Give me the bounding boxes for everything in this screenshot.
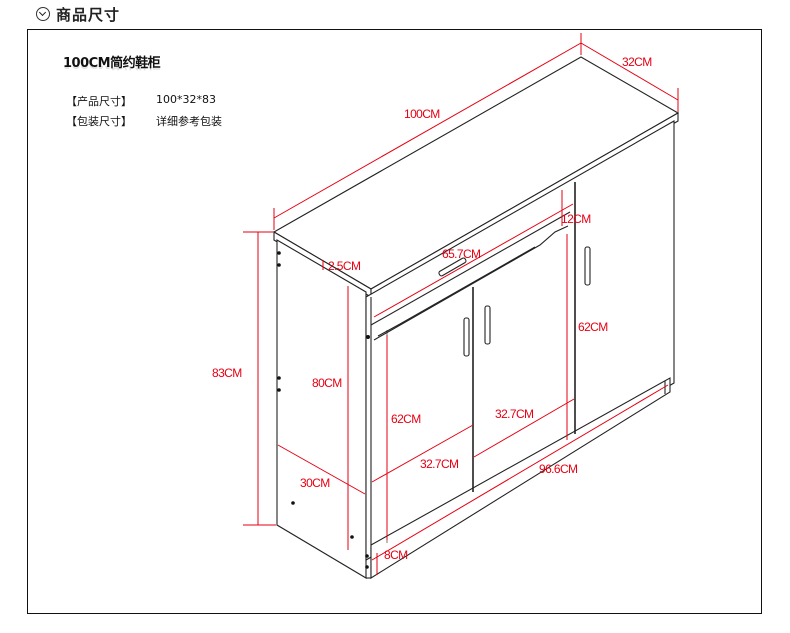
dimension-lines [243, 33, 679, 575]
dim-base-height: 8CM [384, 548, 408, 562]
cabinet-outline [272, 56, 680, 579]
dim-base-width: 96.6CM [539, 462, 578, 476]
dim-door-width-mid: 32.7CM [495, 407, 534, 421]
spec-row-package-size: 【包装尺寸】 详细参考包装 [66, 113, 222, 129]
dim-drawer-height: 12CM [561, 212, 591, 226]
section-header: 商品尺寸 [36, 3, 120, 25]
dim-inner-depth: 30CM [300, 476, 330, 490]
chevron-down-circle-icon[interactable] [36, 7, 50, 21]
dim-right-door-height: 62CM [578, 320, 608, 334]
dim-top-thickness: 2.5CM [328, 259, 361, 273]
screw-holes [277, 251, 370, 569]
spec-value: 详细参考包装 [156, 115, 222, 128]
section-title: 商品尺寸 [56, 5, 121, 24]
dim-depth-top: 32CM [622, 55, 652, 69]
dim-width-top: 100CM [404, 107, 440, 121]
dim-total-height: 83CM [212, 366, 242, 380]
dim-left-door-height: 62CM [391, 412, 421, 426]
diagram-frame [27, 29, 762, 614]
spec-label: 【包装尺寸】 [66, 115, 132, 128]
dim-drawer-width: 65.7CM [442, 247, 481, 261]
dim-door-width-left: 32.7CM [420, 457, 459, 471]
spec-label: 【产品尺寸】 [66, 95, 132, 108]
dim-body-height: 80CM [312, 376, 342, 390]
spec-value: 100*32*83 [156, 93, 216, 106]
product-title: 100CM简约鞋柜 [63, 56, 161, 71]
spec-row-product-size: 【产品尺寸】 100*32*83 [66, 93, 216, 109]
